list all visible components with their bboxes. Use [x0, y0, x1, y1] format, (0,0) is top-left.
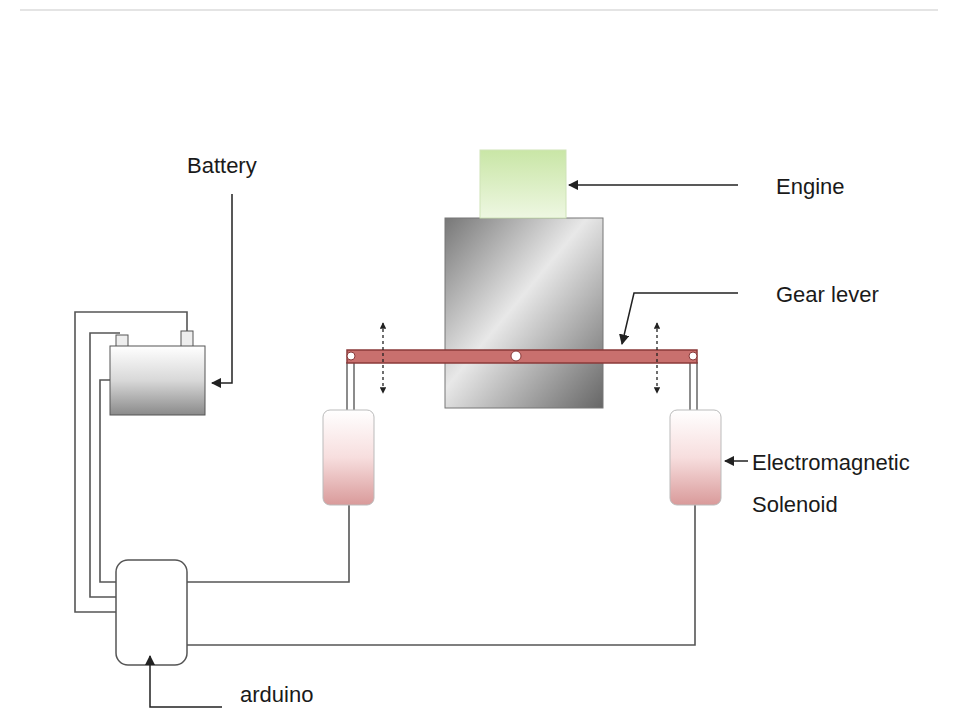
- callout-label: arduino: [240, 674, 360, 716]
- pivot: [347, 352, 355, 360]
- rods: [347, 362, 697, 412]
- arduino-board: [116, 560, 187, 665]
- battery-body: [110, 346, 205, 415]
- solenoid: [670, 410, 721, 505]
- battery-terminal: [181, 331, 193, 347]
- leader-lines: [150, 185, 748, 707]
- gearbox: [445, 218, 603, 408]
- solenoid: [323, 410, 374, 505]
- motion-arrow: [382, 323, 383, 393]
- battery-terminal: [116, 335, 128, 347]
- gear-lever-bar: [347, 350, 697, 363]
- callout-label: Battery: [187, 145, 307, 187]
- callout-label: Gear lever: [776, 274, 946, 316]
- motion-arrow: [656, 323, 657, 393]
- callout-label: Electromagnetic Solenoid: [752, 442, 952, 526]
- pivot: [689, 352, 697, 360]
- engine-block: [480, 150, 566, 218]
- frame-line: [20, 9, 938, 11]
- pivot: [511, 351, 521, 361]
- callout-label: Engine: [776, 166, 926, 208]
